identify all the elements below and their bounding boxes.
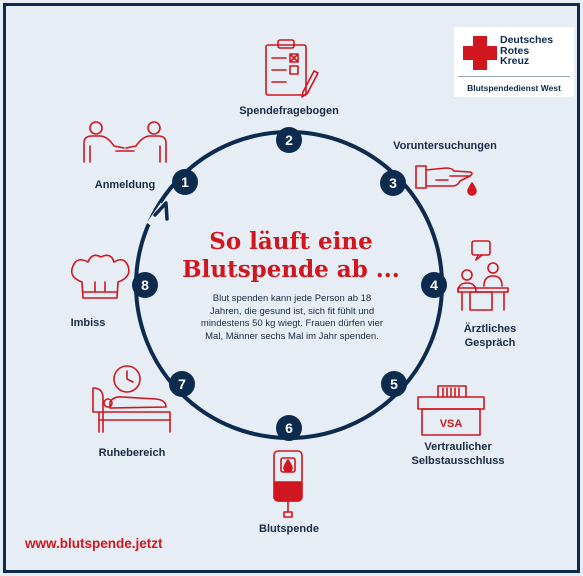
vsa-ballot-box-icon: VSA [417,385,485,436]
step-label-3: Voruntersuchungen [393,140,497,152]
hand-blood-drop-icon [415,165,477,196]
step-badge-7: 7 [169,371,195,397]
description-text: Blut spenden kann jede Person ab 18 Jahr… [200,293,384,342]
step-label-1: Anmeldung [94,179,156,191]
logo-line-3: Kreuz [500,55,530,67]
logo-subline: Blutspendedienst West [467,83,561,93]
rest-bed-clock-icon [92,365,171,433]
arrowhead [153,201,169,221]
step-number-4: 4 [430,277,438,293]
clipboard-questionnaire-icon [265,39,319,98]
step-label-2: Spendefragebogen [239,105,339,117]
vsa-label: VSA [440,418,463,430]
step-badge-4: 4 [421,272,447,298]
step-label-4-line-1: Ärztliches [463,323,517,335]
logo-line-1: Deutsches [500,34,554,46]
step-label-5-line-2: Selbstausschluss [411,455,505,467]
step-label-5-line-1: Vertraulicher [424,441,492,453]
step-badge-2: 2 [276,127,302,153]
title-line-2: Blutspende ab ... [182,256,400,283]
step-label-4: Ärztliches Gespräch [440,322,540,350]
handshake-icon [83,121,167,163]
step-label-4-line-2: Gespräch [464,337,516,349]
title-line-1: So läuft eine [209,228,373,255]
logo-brand-text: Deutsches Rotes Kreuz [500,35,553,67]
step-number-8: 8 [141,277,149,293]
step-label-8: Imbiss [70,317,106,329]
step-badge-8: 8 [132,272,158,298]
step-number-7: 7 [178,376,186,392]
step-number-2: 2 [285,132,293,148]
step-label-6: Blutspende [259,523,319,535]
doctor-consultation-icon [457,240,509,311]
step-badge-6: 6 [276,415,302,441]
step-number-5: 5 [390,376,398,392]
red-cross-icon [463,36,497,70]
step-label-7: Ruhebereich [98,447,166,459]
logo-divider [458,76,570,77]
step-label-5: Vertraulicher Selbstausschluss [400,440,516,468]
website-link[interactable]: www.blutspende.jetzt [25,536,163,551]
step-badge-3: 3 [380,170,406,196]
page-title: So läuft eine Blutspende ab ... [176,228,406,284]
step-number-3: 3 [389,175,397,191]
chef-hat-icon [70,254,130,299]
step-number-1: 1 [181,174,189,190]
step-number-6: 6 [285,420,293,436]
blood-bag-icon [273,450,303,518]
step-badge-5: 5 [381,371,407,397]
drk-logo: Deutsches Rotes Kreuz Blutspendedienst W… [454,27,574,97]
logo-line-2: Rotes [500,44,530,57]
step-badge-1: 1 [172,169,198,195]
